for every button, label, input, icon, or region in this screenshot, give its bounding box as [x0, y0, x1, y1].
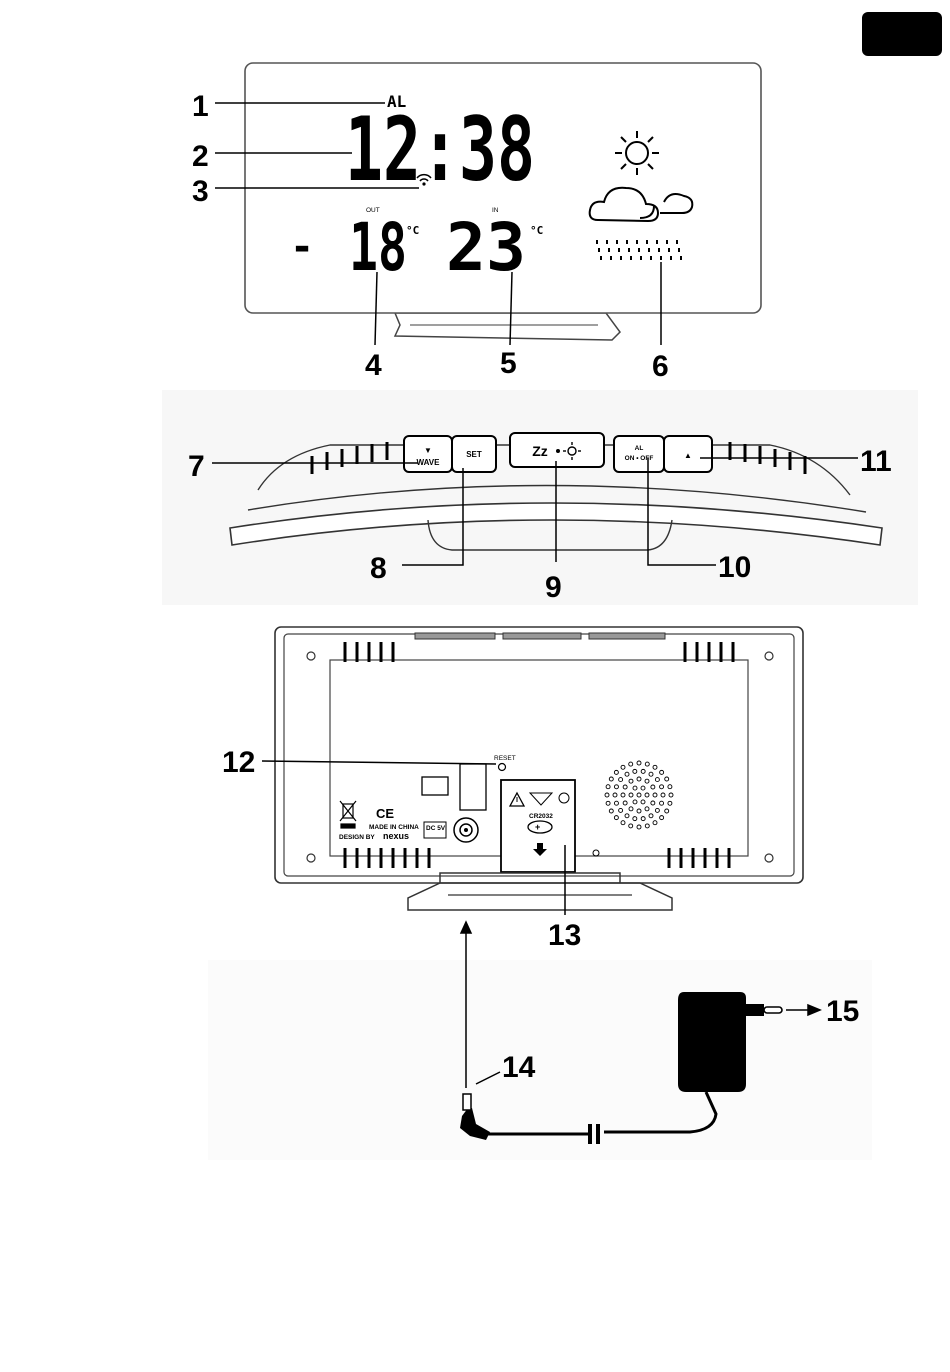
callout-5: 5 — [500, 347, 517, 380]
svg-text:+: + — [535, 822, 540, 832]
up-button[interactable]: ▲ — [664, 436, 712, 472]
out-temp-sign: - — [290, 224, 314, 270]
callout-7: 7 — [188, 450, 205, 483]
callout-13: 13 — [548, 919, 581, 952]
snooze-light-button[interactable]: Zz — [510, 433, 604, 467]
front-view: AL 12:38 OUT IN - 18 °C 23 °C — [215, 63, 761, 345]
dc-label: DC 5V — [426, 825, 446, 832]
battery-label: CR2032 — [529, 813, 553, 820]
set-button[interactable]: SET — [452, 436, 496, 472]
callout-12: 12 — [222, 746, 255, 779]
callout-8: 8 — [370, 552, 387, 585]
svg-text:AL: AL — [635, 445, 644, 452]
clock-time: 12:38 — [345, 98, 535, 201]
back-view: RESET CE MADE IN CHINA DESIGN BY nexus D… — [262, 627, 803, 915]
battery-cover[interactable]: CR2032 + — [501, 780, 575, 872]
svg-text:WAVE: WAVE — [417, 458, 441, 467]
callout-4: 4 — [365, 349, 382, 382]
alarm-onoff-button[interactable]: AL ON • OFF — [614, 436, 664, 472]
callout-14: 14 — [502, 1051, 536, 1084]
callout-10: 10 — [718, 551, 751, 584]
svg-text:Zz: Zz — [532, 443, 548, 459]
brand-logo: nexus — [383, 831, 409, 841]
wave-button[interactable]: ▼ WAVE — [404, 436, 452, 472]
callout-11: 11 — [860, 445, 892, 478]
svg-text:▼: ▼ — [424, 446, 432, 455]
power-adapter — [208, 922, 872, 1160]
callout-3: 3 — [192, 175, 209, 208]
callout-2: 2 — [192, 140, 209, 173]
callout-9: 9 — [545, 571, 562, 604]
callout-6: 6 — [652, 350, 669, 383]
in-unit: °C — [530, 224, 543, 237]
callout-15: 15 — [826, 995, 859, 1028]
made-in-label: MADE IN CHINA — [369, 824, 419, 831]
in-temperature: 23 — [446, 209, 526, 286]
out-unit: °C — [406, 224, 419, 237]
reset-label: RESET — [494, 755, 516, 762]
out-temperature: 18 — [349, 209, 407, 286]
svg-text:▲: ▲ — [684, 451, 692, 460]
ce-mark: CE — [376, 806, 394, 821]
design-by-label: DESIGN BY — [339, 834, 375, 841]
svg-text:ON • OFF: ON • OFF — [625, 455, 654, 462]
top-view: ▼ WAVE SET Zz AL ON • OFF ▲ — [162, 390, 918, 605]
callout-1: 1 — [192, 90, 209, 123]
svg-text:SET: SET — [466, 450, 482, 459]
